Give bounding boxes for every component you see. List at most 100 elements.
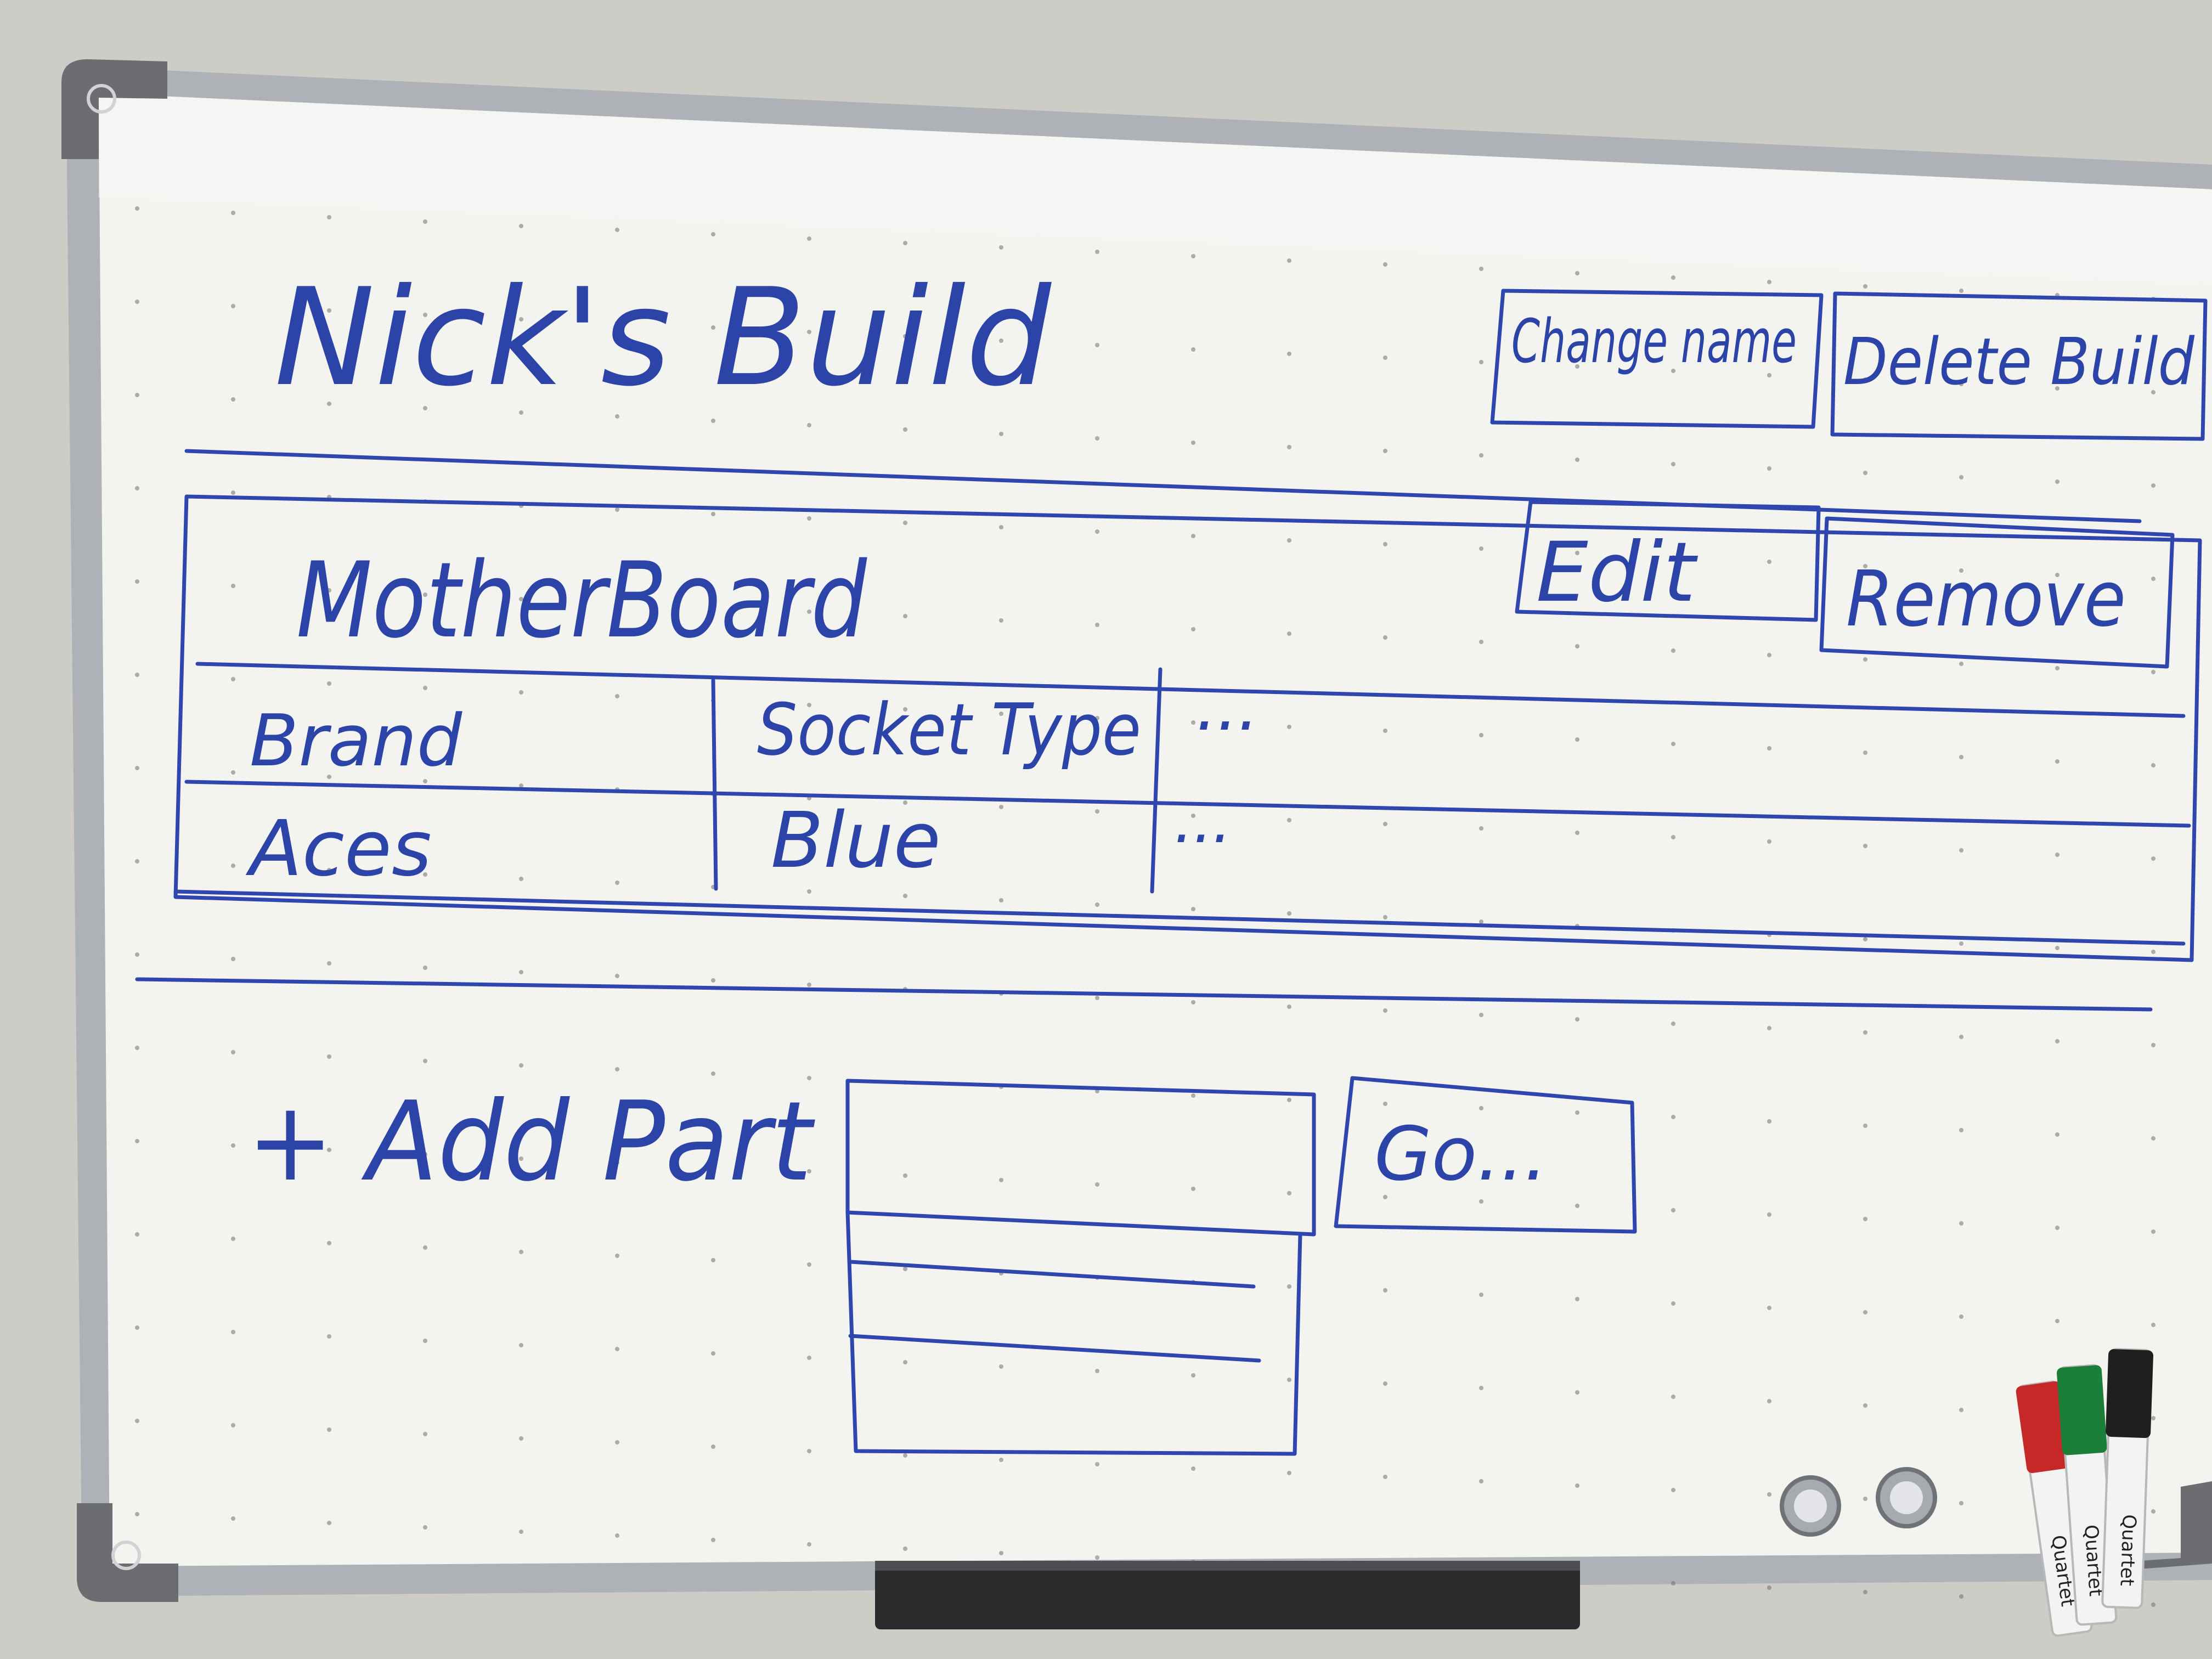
change-name-label: Change name (1511, 306, 1797, 376)
table-header-divider (184, 780, 2191, 828)
go-button[interactable]: Go... (1334, 1076, 1637, 1234)
board-dot (1959, 1501, 1963, 1505)
board-dot (519, 224, 523, 228)
board-dot (231, 864, 235, 868)
spec-table: Brand Socket Type ... Aces Blue ... (173, 662, 2191, 946)
board-dot (1191, 814, 1195, 818)
board-dot (231, 490, 235, 495)
board-dot (423, 1339, 427, 1343)
board-dot (615, 228, 619, 232)
board-dot (1671, 1115, 1675, 1119)
board-dot (1287, 818, 1291, 822)
board-dot (327, 775, 331, 779)
frame-corner-bottom-left (77, 1503, 178, 1602)
remove-part-button[interactable]: Remove (1819, 516, 2175, 669)
board-glare (99, 93, 2212, 285)
delete-build-button[interactable]: Delete Build (1830, 291, 2208, 441)
board-dot (327, 868, 331, 872)
board-dot (1287, 631, 1291, 636)
board-dot (1575, 644, 1579, 648)
board-dot (1575, 1110, 1579, 1115)
board-dot (999, 432, 1003, 436)
board-dot (1959, 662, 1963, 666)
board-dot (327, 1334, 331, 1339)
board-dot (1575, 1483, 1579, 1488)
board-dot (423, 313, 427, 317)
board-dot (807, 703, 811, 707)
board-dot (1095, 1555, 1099, 1560)
board-dot (903, 1173, 907, 1178)
board-dot (1863, 1217, 1867, 1221)
board-dot (1479, 919, 1483, 924)
board-dot (135, 300, 139, 304)
board-dot (2151, 577, 2155, 581)
board-dot (1479, 1106, 1483, 1110)
board-dot (903, 800, 907, 805)
marker-brand-label: Quartet (2115, 1514, 2140, 1587)
board-dot (1767, 839, 1771, 844)
change-name-button[interactable]: Change name (1490, 289, 1824, 429)
board-dot (1287, 1284, 1291, 1289)
board-dot (615, 414, 619, 419)
board-dot (423, 1152, 427, 1156)
dropdown-option[interactable] (848, 1334, 1261, 1363)
board-dot (1767, 1585, 1771, 1590)
board-dot (1863, 1030, 1867, 1035)
board-dot (807, 1076, 811, 1080)
board-dot (1479, 453, 1483, 458)
marker-green[interactable]: Quartet (2056, 1364, 2118, 1626)
board-dot (2055, 1132, 2059, 1137)
board-dot (1383, 449, 1387, 453)
board-dot (2151, 856, 2155, 861)
board-dot (1767, 280, 1771, 284)
board-dot (1191, 1093, 1195, 1098)
board-dot (1767, 1026, 1771, 1030)
board-dot (903, 894, 907, 898)
board-dot (1383, 915, 1387, 919)
board-dot (1575, 271, 1579, 275)
board-dot (2055, 1319, 2059, 1323)
board-dot (615, 601, 619, 605)
board-dot (231, 1330, 235, 1334)
board-dot (1575, 458, 1579, 462)
board-dot (999, 712, 1003, 716)
board-dot (1575, 737, 1579, 742)
marker-black[interactable]: Quartet (2101, 1348, 2154, 1609)
board-dot (711, 232, 715, 236)
board-dot (135, 579, 139, 584)
board-dot (327, 681, 331, 686)
board-dot (1767, 653, 1771, 657)
board-dot (1575, 1017, 1579, 1022)
table-bottom-line (173, 889, 2186, 946)
board-dot (2055, 573, 2059, 577)
board-dot (903, 707, 907, 712)
board-dot (1095, 250, 1099, 254)
board-dot (1479, 733, 1483, 737)
board-dot (807, 610, 811, 614)
board-dot (1287, 445, 1291, 449)
board-dot (231, 584, 235, 588)
board-dot (999, 525, 1003, 529)
board-dot (1287, 1005, 1291, 1009)
board-dot (1767, 466, 1771, 471)
board-dot (519, 410, 523, 415)
board-dot (1383, 262, 1387, 267)
board-dot (903, 1360, 907, 1364)
board-dot (1383, 1195, 1387, 1199)
board-dot (1479, 826, 1483, 831)
part-type-dropdown[interactable] (845, 1079, 1316, 1456)
table-col-divider (711, 678, 718, 891)
board-dot (999, 898, 1003, 902)
board-dot (903, 1267, 907, 1271)
board-dot (519, 970, 523, 974)
board-dot (1575, 1204, 1579, 1208)
board-dot (1863, 564, 1867, 568)
board-dot (1575, 1390, 1579, 1395)
board-dot (615, 1067, 619, 1071)
add-part-label: + Add Part (247, 1078, 815, 1206)
board-dot (1863, 1590, 1867, 1594)
dropdown-option[interactable] (848, 1260, 1256, 1289)
board-dot (231, 304, 235, 308)
board-dot (999, 1458, 1003, 1462)
edit-part-button[interactable]: Edit (1515, 500, 1821, 622)
